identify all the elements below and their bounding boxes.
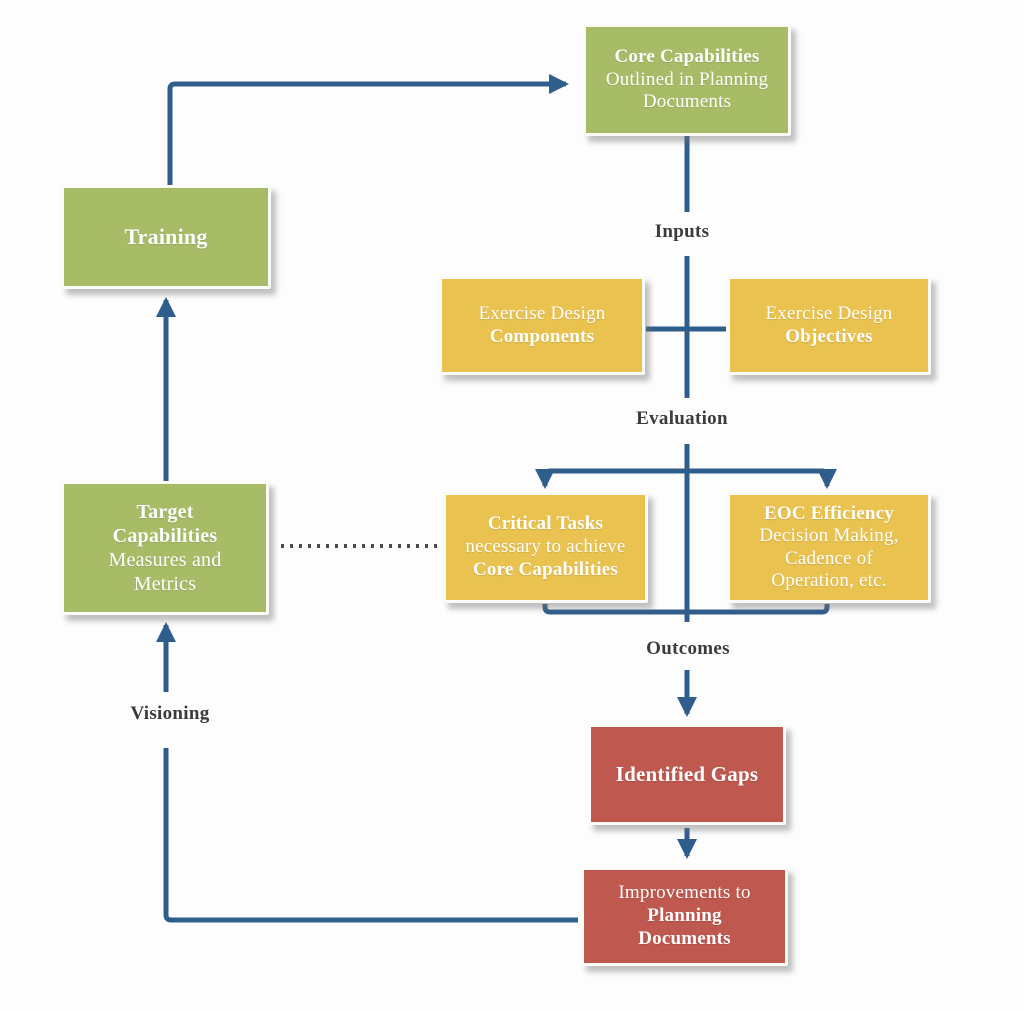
improvements-line: Improvements to (618, 882, 751, 904)
exercise-design-objectives-node: Exercise Design Objectives (727, 276, 931, 375)
inputs-label: Inputs (654, 221, 710, 242)
eoc-efficiency-node: EOC Efficiency Decision Making, Cadence … (727, 492, 931, 603)
improvements-title: Planning (647, 905, 722, 927)
eoc-efficiency-title: EOC Efficiency (764, 502, 894, 524)
visioning-label: Visioning (130, 703, 210, 724)
identified-gaps-title: Identified Gaps (615, 761, 759, 786)
exercise-objectives-line: Exercise Design (765, 302, 893, 324)
critical-tasks-node: Critical Tasks necessary to achieve Core… (443, 492, 648, 603)
critical-tasks-line: necessary to achieve (465, 536, 626, 558)
eoc-efficiency-line: Decision Making, (759, 525, 899, 547)
arrow-split-to-eoc (687, 468, 837, 489)
training-node: Training (61, 185, 271, 289)
exercise-components-line: Exercise Design (478, 302, 606, 324)
outcomes-label: Outcomes (646, 638, 730, 659)
arrow-training-to-core (167, 74, 569, 186)
target-capabilities-title: Capabilities (112, 525, 218, 547)
target-capabilities-line: Measures and (108, 549, 222, 571)
exercise-components-title: Components (489, 325, 595, 347)
core-capabilities-line: Outlined in Planning (605, 68, 769, 90)
core-capabilities-node: Core Capabilities Outlined in Planning D… (583, 24, 791, 136)
arrow-split-to-critical-tasks (535, 468, 687, 489)
critical-tasks-line: Core Capabilities (472, 558, 619, 580)
target-capabilities-node: Target Capabilities Measures and Metrics (61, 481, 269, 615)
improvements-node: Improvements to Planning Documents (581, 867, 788, 966)
identified-gaps-node: Identified Gaps (588, 724, 786, 825)
eoc-efficiency-line: Operation, etc. (771, 569, 887, 591)
target-capabilities-title: Target (136, 501, 194, 523)
exercise-objectives-title: Objectives (785, 325, 873, 347)
core-capabilities-line: Documents (642, 91, 732, 113)
improvements-title: Documents (638, 927, 731, 949)
line-eoc-merge (687, 604, 830, 615)
core-capabilities-title: Core Capabilities (614, 45, 760, 67)
line-improvements-return (163, 748, 578, 923)
exercise-design-components-node: Exercise Design Components (439, 276, 645, 375)
eoc-efficiency-line: Cadence of (785, 547, 873, 569)
critical-tasks-title: Critical Tasks (487, 513, 604, 535)
target-capabilities-line: Metrics (133, 573, 197, 595)
training-title: Training (124, 223, 208, 249)
evaluation-label: Evaluation (636, 408, 728, 429)
line-critical-tasks-merge (542, 604, 687, 615)
